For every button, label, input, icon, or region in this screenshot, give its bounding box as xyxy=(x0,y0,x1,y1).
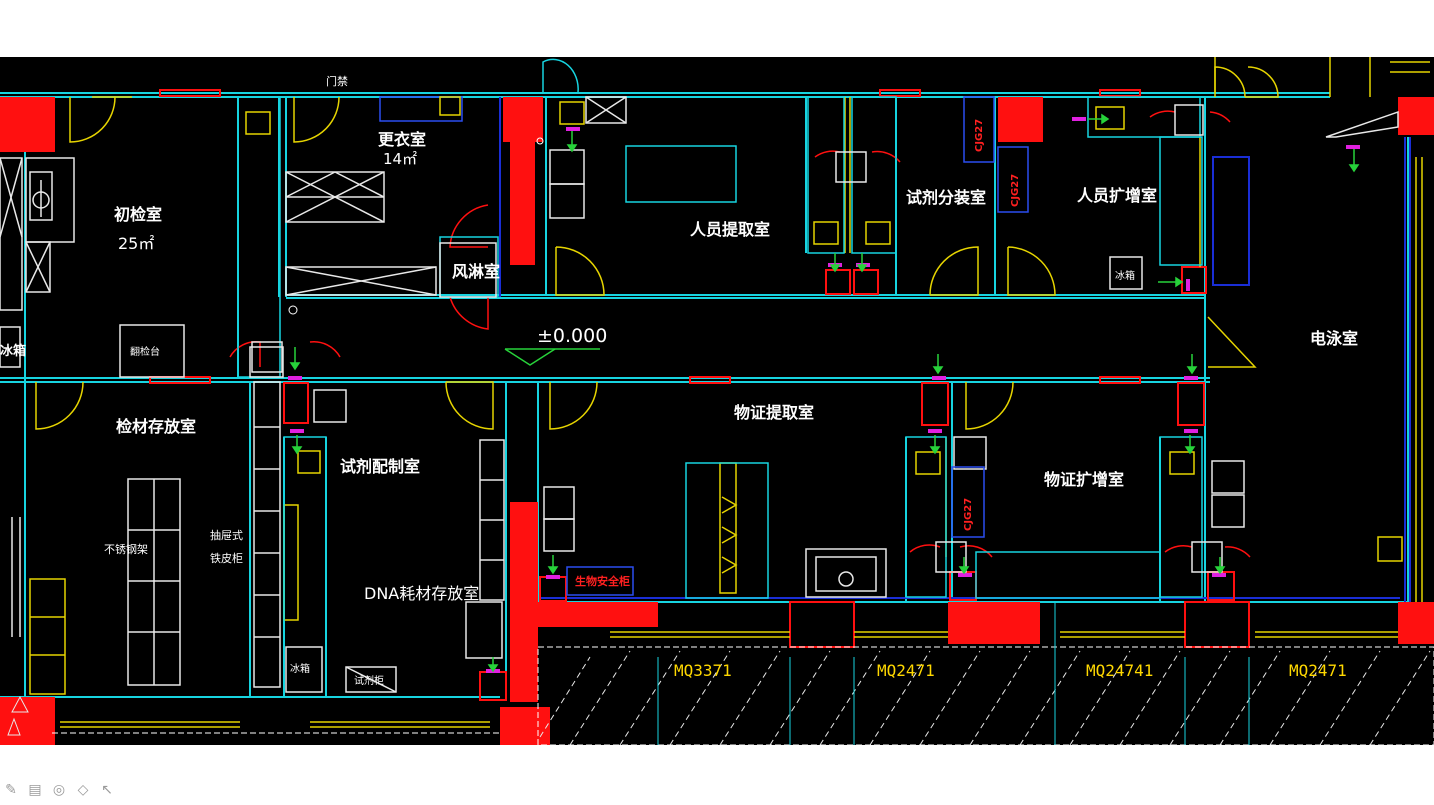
pointer-tool-icon[interactable]: ↖ xyxy=(101,782,113,798)
level-text: ±0.000 xyxy=(537,325,607,347)
room-label-shiji-fenzhuang: 试剂分装室 xyxy=(906,188,986,207)
room-label-wuzheng-tiqu: 物证提取室 xyxy=(734,403,814,422)
room-label-jiancai: 检材存放室 xyxy=(116,417,196,436)
label-biosafety-cabinet: 生物安全柜 xyxy=(575,574,630,588)
room-label-shiji-peizhi: 试剂配制室 xyxy=(340,457,420,476)
room-label-chujian: 初检室 xyxy=(114,205,162,224)
blue-lines xyxy=(499,97,1411,602)
door-swings xyxy=(35,66,1279,430)
label-shiji-gui: 试剂柜 xyxy=(354,674,384,687)
room-area-gengyi: 14㎡ xyxy=(383,150,417,168)
entrance-arc xyxy=(542,58,579,94)
curtain-wall-code-4: MQ2471 xyxy=(1289,661,1347,680)
room-label-gengyi: 更衣室 xyxy=(378,130,426,149)
cyan-fixtures xyxy=(237,96,1203,698)
floor-plan-svg: 初检室 25㎡ 更衣室 14㎡ 风淋室 人员提取室 试剂分装室 人员扩增室 电泳… xyxy=(0,57,1434,745)
label-jianjiantai: 翻检台 xyxy=(130,345,160,358)
pen-tool-icon[interactable]: ✎ xyxy=(5,782,17,798)
label-menjin: 门禁 xyxy=(326,74,348,88)
room-label-wuzheng-kuozeng: 物证扩增室 xyxy=(1044,470,1124,489)
eraser-tool-icon[interactable]: ◎ xyxy=(52,782,66,798)
white-furniture xyxy=(0,96,1245,693)
label-tiepigui: 铁皮柜 xyxy=(210,552,243,565)
wall-lines xyxy=(0,92,1410,698)
label-cjg27-3: CJG27 xyxy=(963,498,974,531)
room-label-renyuan-kuozeng: 人员扩增室 xyxy=(1077,186,1157,205)
label-choutishi: 抽屉式 xyxy=(210,528,243,542)
room-label-dna-haocai: DNA耗材存放室 xyxy=(364,584,479,603)
room-label-fenglin: 风淋室 xyxy=(452,262,500,281)
label-buxiugang: 不锈钢架 xyxy=(104,543,148,556)
room-label-renyuan-tiqu: 人员提取室 xyxy=(690,220,770,239)
highlighter-tool-icon[interactable]: ▤ xyxy=(28,782,42,798)
room-label-dianyong: 电泳室 xyxy=(1310,329,1358,348)
yellow-cabinets xyxy=(719,462,738,594)
label-bingxiang-low: 冰箱 xyxy=(290,662,310,675)
label-bingxiang-right: 冰箱 xyxy=(1115,269,1135,282)
outlet-icons xyxy=(245,96,1403,562)
electrophoresis-bench xyxy=(1325,110,1399,138)
curtain-wall-code-2: MQ2471 xyxy=(877,661,935,680)
structural-columns xyxy=(0,97,1434,745)
north-arrow xyxy=(11,695,29,713)
annotation-toolbar: ✎ ▤ ◎ ◇ ↖ xyxy=(2,780,116,800)
curtain-wall-zone xyxy=(52,602,1434,745)
cad-floor-plan[interactable]: 初检室 25㎡ 更衣室 14㎡ 风淋室 人员提取室 试剂分装室 人员扩增室 电泳… xyxy=(0,57,1434,745)
yellow-wall-lines xyxy=(29,57,1430,728)
level-marker xyxy=(288,137,600,366)
north-arrow-2 xyxy=(7,717,21,736)
label-bingxiang-left: 冰箱 xyxy=(0,343,26,359)
curtain-wall-code-3: MQ24741 xyxy=(1086,661,1153,680)
green-arrows xyxy=(289,113,1360,673)
curtain-wall-code-1: MQ3371 xyxy=(674,661,732,680)
room-area-chujian: 25㎡ xyxy=(118,234,154,253)
label-cjg27-2: CJG27 xyxy=(1010,174,1021,207)
blue-equipment xyxy=(379,96,1029,596)
label-cjg27-1: CJG27 xyxy=(974,119,985,152)
shape-tool-icon[interactable]: ◇ xyxy=(77,782,89,798)
red-door-swings xyxy=(229,110,1251,558)
